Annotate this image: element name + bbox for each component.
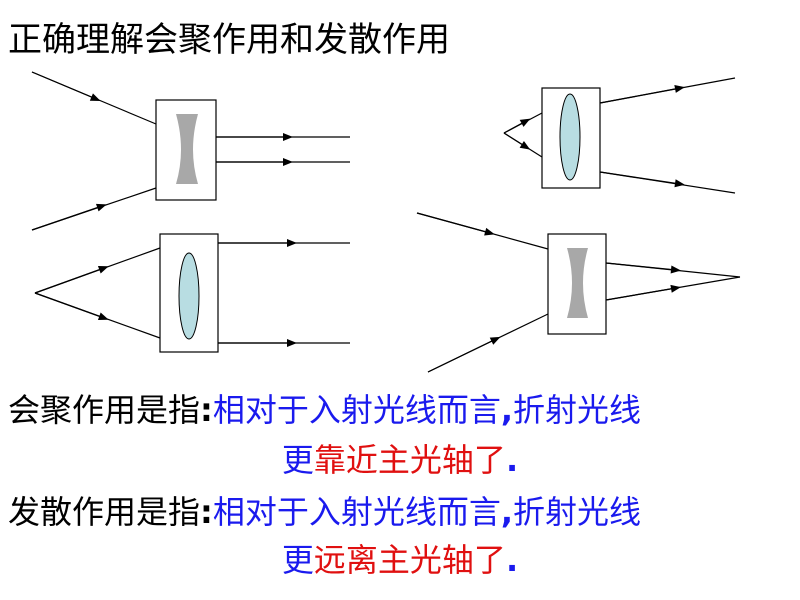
refracted-ray (605, 262, 681, 274)
diverging-more: 更 (281, 541, 314, 579)
converging-emphasis: 靠近 (313, 441, 378, 479)
refracted-ray (599, 171, 685, 188)
diverging-period: . (505, 541, 519, 579)
refracted-ray (605, 284, 681, 301)
converging-part1: 相对于入射光线而言 (212, 391, 501, 429)
diagram-convex-diverging-to-parallel (34, 233, 350, 353)
incident-ray (427, 336, 501, 373)
convex-lens-icon (178, 252, 200, 340)
incident-ray (31, 203, 107, 231)
concave-lens-icon (176, 114, 198, 184)
diverging-emphasis: 远离 (313, 541, 378, 579)
converging-more: 更 (281, 441, 314, 479)
diagram-concave-converging-to-parallel (31, 71, 350, 231)
converging-tail: 主光轴了 (377, 441, 506, 479)
diverging-definition-line-2: 更远离主光轴了. (0, 540, 800, 580)
converging-period: . (505, 441, 519, 479)
converging-colon: : (200, 391, 213, 429)
diagram-concave-converging-less (416, 212, 741, 373)
diverging-comma: , (500, 493, 513, 531)
converging-label: 会聚作用是指 (8, 391, 201, 429)
page-title: 正确理解会聚作用和发散作用 (8, 20, 450, 60)
incident-ray (34, 292, 109, 321)
incident-ray (503, 132, 531, 150)
convex-lens-icon (559, 93, 581, 181)
incident-ray (31, 71, 101, 101)
diverging-definition-line-1: 发散作用是指:相对于入射光线而言,折射光线 (8, 492, 800, 532)
converging-comma: , (500, 391, 513, 429)
diverging-tail: 主光轴了 (377, 541, 506, 579)
diverging-part2: 折射光线 (512, 493, 641, 531)
diverging-colon: : (200, 493, 213, 531)
diverging-label: 发散作用是指 (8, 493, 201, 531)
refracted-ray (599, 84, 685, 104)
concave-lens-icon (567, 248, 588, 318)
converging-part2: 折射光线 (512, 391, 641, 429)
incident-ray (34, 265, 109, 294)
diverging-part1: 相对于入射光线而言 (212, 493, 501, 531)
incident-ray (503, 118, 531, 134)
lens-diagrams (31, 71, 741, 373)
diagram-convex-diverging-less (503, 77, 736, 194)
converging-definition-line-1: 会聚作用是指:相对于入射光线而言,折射光线 (8, 390, 800, 430)
converging-definition-line-2: 更靠近主光轴了. (0, 440, 800, 480)
incident-ray (416, 212, 495, 236)
